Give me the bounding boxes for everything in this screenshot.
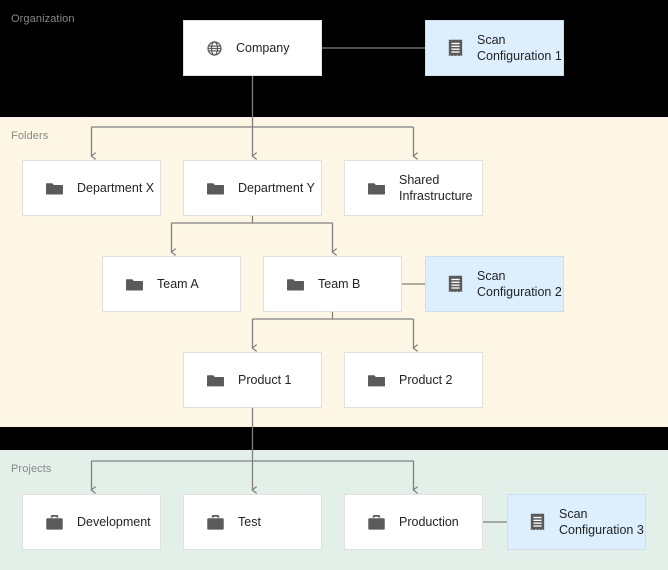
node-scan2[interactable]: Scan Configuration 2 bbox=[425, 256, 564, 312]
folder-icon bbox=[125, 275, 144, 294]
band-organization bbox=[0, 0, 668, 93]
node-prod[interactable]: Production bbox=[344, 494, 483, 550]
node-teama[interactable]: Team A bbox=[102, 256, 241, 312]
node-label: Test bbox=[238, 514, 261, 529]
node-label: Scan Configuration 1 bbox=[477, 32, 562, 64]
node-label: Product 2 bbox=[399, 372, 453, 387]
band-label-folders: Folders bbox=[11, 130, 49, 142]
folder-icon bbox=[367, 179, 386, 198]
folder-icon bbox=[45, 179, 64, 198]
node-test[interactable]: Test bbox=[183, 494, 322, 550]
node-product1[interactable]: Product 1 bbox=[183, 352, 322, 408]
node-dev[interactable]: Development bbox=[22, 494, 161, 550]
node-depty[interactable]: Department Y bbox=[183, 160, 322, 216]
node-teamb[interactable]: Team B bbox=[263, 256, 402, 312]
node-label: Team A bbox=[157, 276, 199, 291]
section-divider-1 bbox=[0, 93, 668, 117]
node-deptx[interactable]: Department X bbox=[22, 160, 161, 216]
band-label-organization: Organization bbox=[11, 13, 75, 25]
receipt-icon bbox=[446, 274, 465, 294]
node-shared[interactable]: Shared Infrastructure bbox=[344, 160, 483, 216]
node-label: Shared Infrastructure bbox=[399, 172, 473, 204]
node-scan1[interactable]: Scan Configuration 1 bbox=[425, 20, 564, 76]
node-scan3[interactable]: Scan Configuration 3 bbox=[507, 494, 646, 550]
node-label: Department X bbox=[77, 180, 155, 195]
node-company[interactable]: Company bbox=[183, 20, 322, 76]
briefcase-icon bbox=[367, 513, 386, 532]
node-label: Development bbox=[77, 514, 151, 529]
folder-icon bbox=[286, 275, 305, 294]
node-label: Scan Configuration 3 bbox=[559, 506, 644, 538]
node-label: Product 1 bbox=[238, 372, 292, 387]
node-label: Department Y bbox=[238, 180, 315, 195]
node-label: Company bbox=[236, 40, 290, 55]
node-product2[interactable]: Product 2 bbox=[344, 352, 483, 408]
briefcase-icon bbox=[45, 513, 64, 532]
section-divider-2 bbox=[0, 427, 668, 450]
band-label-projects: Projects bbox=[11, 463, 52, 475]
briefcase-icon bbox=[206, 513, 225, 532]
globe-icon bbox=[206, 40, 223, 57]
folder-icon bbox=[367, 371, 386, 390]
receipt-icon bbox=[446, 38, 465, 58]
folder-icon bbox=[206, 179, 225, 198]
node-label: Team B bbox=[318, 276, 361, 291]
node-label: Production bbox=[399, 514, 459, 529]
node-label: Scan Configuration 2 bbox=[477, 268, 562, 300]
receipt-icon bbox=[528, 512, 547, 532]
folder-icon bbox=[206, 371, 225, 390]
